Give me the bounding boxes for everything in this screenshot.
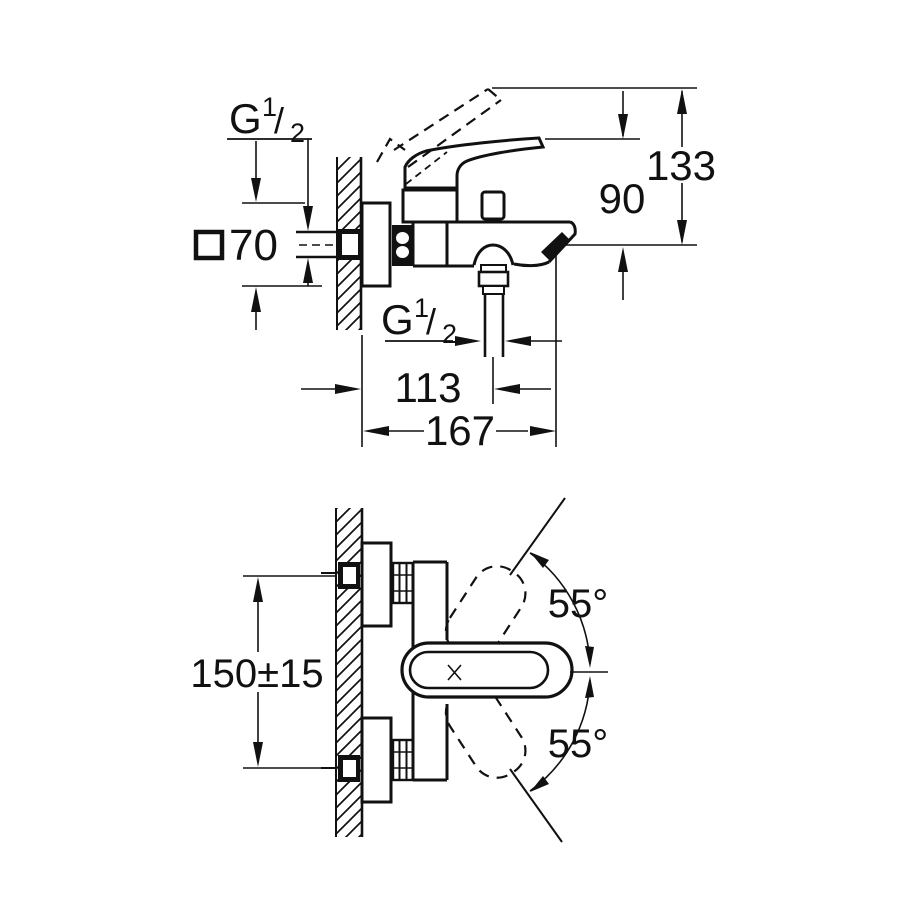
dim-hose-thread: G 1 / 2 [381,293,562,349]
lever-handle-raised-dashed [376,88,502,168]
side-view: G 1 / 2 70 90 [193,87,716,454]
dim-swing-lower: 55° [509,676,609,843]
dim-55-upper-value: 55° [548,582,609,626]
dim-square-70: 70 [193,141,322,330]
dim-55-lower-value: 55° [548,722,609,766]
shower-hose-connection [477,264,510,357]
wall-thread-num: 1 [262,92,277,122]
hose-thread-num: 1 [414,293,429,323]
wall-thread-slash: / [274,100,284,141]
hose-thread-den: 2 [442,319,457,349]
upper-connection-plan [321,541,415,628]
dim-133: 133 [646,89,716,245]
cartridge-housing [401,188,459,224]
lever-handle-side [403,136,546,190]
dim-113: 113 [301,364,551,411]
wall-thread-g: G [229,95,262,142]
escutcheon-side [360,201,392,288]
lever-handle-plan [400,641,574,699]
s-union-side [337,229,362,260]
extension-lines-bottom [361,251,557,447]
dim-167: 167 [363,407,556,454]
wall-thread-den: 2 [290,118,305,148]
dim-133-value: 133 [646,142,716,189]
dim-167-value: 167 [425,407,495,454]
reference-lines-right [492,87,697,246]
lower-connection-plan [321,716,415,804]
dim-swing-upper: 55° [509,497,609,668]
dim-150: 150±15 [190,575,336,769]
mixer-body-spout [411,220,577,268]
dim-90-value: 90 [599,175,646,222]
union-nut-side [392,225,413,266]
aerator-outlet [541,232,570,260]
square-size-value: 70 [229,221,278,270]
square-symbol [193,229,225,261]
dim-90: 90 [599,91,646,300]
dim-113-value: 113 [395,364,462,411]
dim-wall-thread: G 1 / 2 [227,92,313,286]
hose-boss-dome [472,243,515,266]
hose-thread-g: G [381,296,414,343]
diverter-knob [480,190,506,222]
hose-thread-slash: / [426,301,436,342]
supply-pipe [296,230,361,259]
plan-view: 150±15 55° 55° [190,497,609,843]
dim-150-value: 150±15 [190,652,323,696]
wall-section-plan [335,508,364,837]
